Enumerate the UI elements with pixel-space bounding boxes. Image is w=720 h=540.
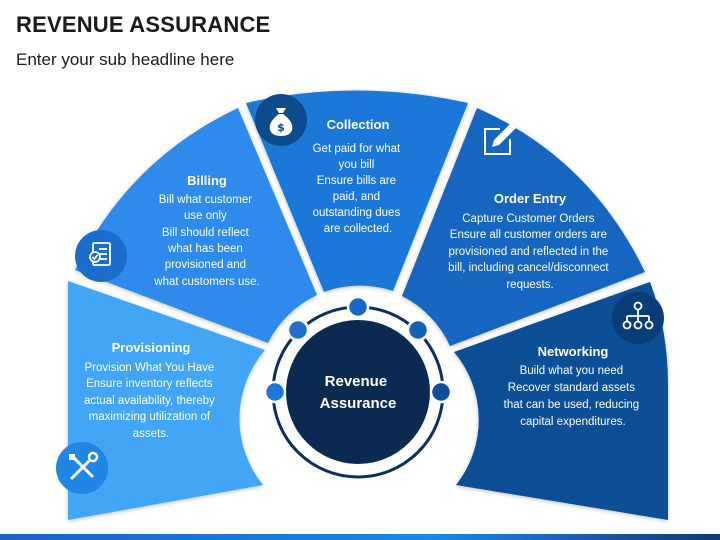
- connector-dot-networking: [429, 380, 453, 404]
- billing-icon-badge: [75, 230, 127, 282]
- tools-icon: [69, 451, 99, 480]
- billing-line: what has been: [167, 243, 243, 255]
- collection-title: Collection: [327, 117, 390, 132]
- order-entry-icon-badge: [484, 123, 516, 155]
- segment-order-entry: [402, 108, 645, 346]
- networking-line: Build what you need: [520, 365, 624, 377]
- provisioning-line: Ensure inventory reflects: [86, 378, 213, 390]
- collection-line: you bill: [338, 159, 374, 171]
- segment-collection: [246, 90, 468, 292]
- provisioning-title: Provisioning: [112, 340, 191, 355]
- page-subtitle: Enter your sub headline here: [16, 50, 235, 69]
- collection-line: paid, and: [333, 191, 380, 203]
- billing-line: provisioned and: [165, 259, 246, 271]
- connector-dot-provisioning: [263, 380, 287, 404]
- order-entry-line: Capture Customer Orders: [462, 213, 595, 225]
- center-label: Revenue Assurance: [320, 373, 397, 412]
- provisioning-line: assets.: [133, 428, 169, 440]
- order-entry-line: Ensure all customer orders are: [450, 229, 607, 241]
- billing-title: Billing: [187, 173, 227, 188]
- order-entry-line: requests.: [506, 279, 553, 291]
- networking-line: that can be used, reducing: [504, 399, 640, 411]
- bottom-accent-bar: [0, 534, 720, 540]
- networking-text: Build what you need Recover standard ass…: [504, 365, 643, 428]
- billing-line: Bill what customer: [159, 194, 252, 206]
- order-entry-text: Capture Customer Orders Ensure all custo…: [448, 213, 612, 291]
- billing-line: use only: [184, 210, 227, 222]
- billing-line: Bill should reflect: [162, 227, 250, 239]
- connector-dot-billing: [286, 318, 310, 342]
- edit-icon: [484, 123, 516, 155]
- page-title: REVENUE ASSURANCE: [16, 12, 271, 37]
- networking-title: Networking: [538, 344, 609, 359]
- connector-dot-collection: [346, 295, 370, 319]
- billing-text: Bill what customer use only Bill should …: [153, 194, 259, 288]
- segment-order-entry-shape: [402, 108, 645, 346]
- collection-line: are collected.: [324, 223, 392, 235]
- svg-text:$: $: [277, 121, 285, 134]
- collection-line: Get paid for what: [313, 143, 401, 155]
- segment-collection-shape: [246, 90, 468, 292]
- billing-line: what customers use.: [153, 276, 259, 288]
- center-label-line-1: Revenue: [325, 373, 388, 390]
- connector-dot-order-entry: [406, 318, 430, 342]
- provisioning-line: Provision What You Have: [85, 362, 215, 374]
- segment-provisioning: [68, 281, 265, 520]
- provisioning-line: actual availability, thereby: [84, 395, 215, 407]
- segment-billing-shape: [75, 108, 317, 343]
- segment-networking: [454, 282, 668, 520]
- networking-line: Recover standard assets: [508, 382, 635, 394]
- collection-icon-badge: $: [255, 94, 307, 146]
- collection-line: Ensure bills are: [317, 175, 396, 187]
- segment-provisioning-shape: [68, 281, 265, 520]
- networking-line: capital expenditures.: [520, 416, 625, 428]
- order-entry-line: bill, including cancel/disconnect: [448, 262, 609, 274]
- provisioning-line: maximizing utilization of: [89, 411, 211, 423]
- center-circle: [286, 320, 430, 464]
- document-check-icon: [89, 242, 111, 266]
- money-bag-icon: [269, 108, 293, 136]
- network-icon: [622, 301, 654, 330]
- collection-text: Get paid for what you bill Ensure bills …: [313, 143, 404, 235]
- segment-networking-shape: [454, 282, 668, 520]
- center-label-line-2: Assurance: [320, 395, 397, 412]
- segment-billing: [75, 108, 317, 343]
- order-entry-title: Order Entry: [494, 191, 567, 206]
- order-entry-line: provisioned and reflected in the: [448, 246, 608, 258]
- provisioning-icon-badge: [56, 442, 108, 494]
- provisioning-text: Provision What You Have Ensure inventory…: [84, 362, 218, 440]
- collection-line: outstanding dues: [313, 207, 401, 219]
- networking-icon-badge: [612, 292, 664, 344]
